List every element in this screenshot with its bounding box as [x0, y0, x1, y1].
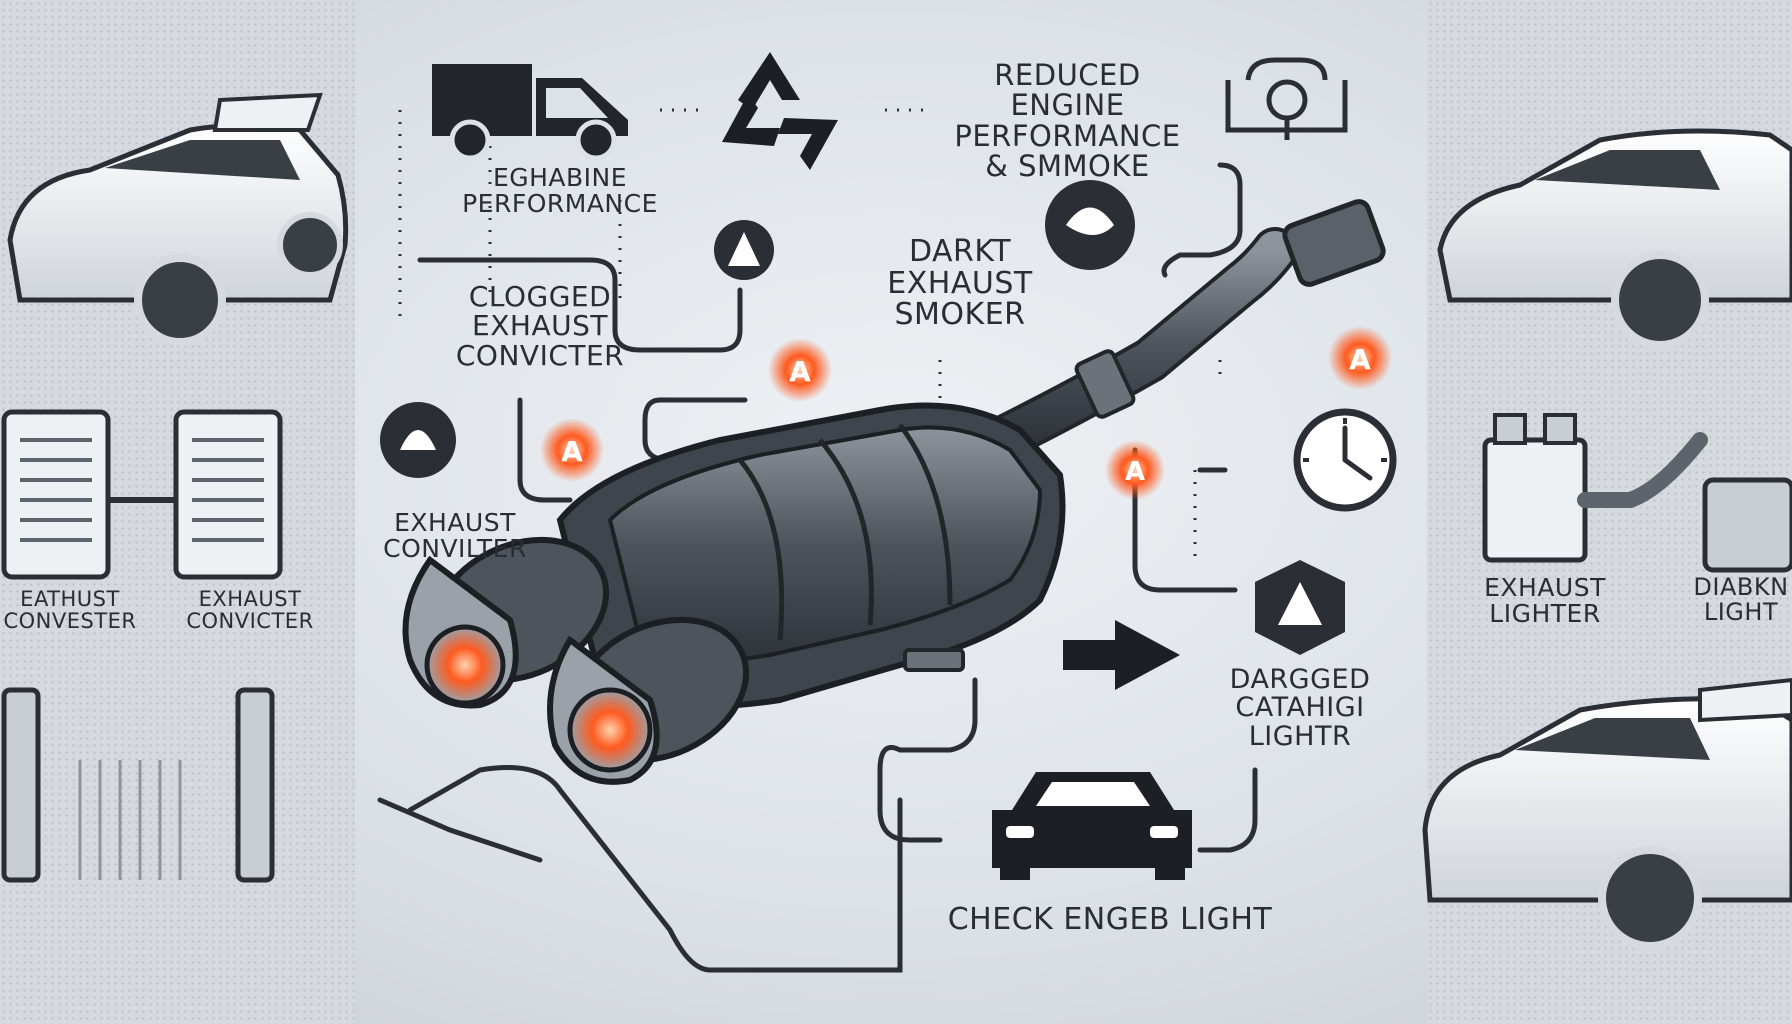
svg-text:A: A: [561, 435, 583, 468]
label-line: ENGINE: [1010, 88, 1125, 123]
inlet-tubes: [402, 536, 750, 785]
warning-triangle-icon: [1255, 560, 1345, 655]
arrow-right-icon: [1063, 620, 1180, 690]
label-line: PERFORMANCE: [462, 189, 658, 219]
truck-icon: [432, 64, 628, 161]
label-eghabine: EGHABINE PERFORMANCE: [440, 163, 680, 219]
label-clogged: CLOGGED EXHAUST CONVICTER: [430, 280, 650, 372]
dashed-connectors: [398, 108, 1222, 560]
label-left-converter-1: EATHUST CONVESTER: [0, 588, 140, 632]
label-diabkn: DIABKN LIGHT: [1690, 573, 1792, 627]
warning-badge: A: [540, 418, 604, 482]
label-exhaust-conv-center: EXHAUST CONVILTER: [360, 508, 550, 564]
label-line: & SMMOKE: [985, 149, 1150, 184]
car-icon: [992, 772, 1192, 880]
car-illustration: [7, 92, 349, 346]
warning-triangle-icon: [714, 220, 774, 280]
car-illustration: [1437, 128, 1792, 349]
warning-badges: A A A A: [540, 326, 1392, 500]
label-line: CONVILTER: [383, 534, 527, 564]
label-dargged: DARGGED CATAHIGI LIGHTR: [1200, 664, 1400, 752]
catalytic-converter-icon: [1482, 413, 1792, 573]
engine-warning-icon: [1225, 57, 1348, 140]
label-line: CONVICTER: [186, 609, 314, 634]
label-line: LIGHTR: [1248, 720, 1352, 752]
engine-warning-icon: [1045, 180, 1135, 270]
svg-text:A: A: [1349, 343, 1371, 376]
label-line: PERFORMANCE: [954, 118, 1181, 153]
label-line: REDUCED: [994, 58, 1141, 92]
label-line: EXHAUST: [1484, 573, 1606, 602]
label-line: EXHAUST: [198, 587, 302, 611]
label-reduced-engine: REDUCED ENGINE PERFORMANCE & SMMOKE: [935, 60, 1200, 182]
label-exhaust-lighter: EXHAUST LIGHTER: [1470, 573, 1620, 629]
label-line: EGHABINE: [492, 163, 628, 192]
engine-warning-icon: [380, 402, 456, 478]
label-line: DARKT: [908, 234, 1012, 269]
oxygen-sensor-icon: [1, 687, 275, 883]
label-line: EATHUST: [20, 587, 120, 611]
glowing-outlet-left: [424, 624, 506, 706]
label-left-converter-2: EXHAUST CONVICTER: [165, 588, 335, 632]
label-line: CLOGGED: [468, 280, 612, 313]
recycle-icon: [722, 52, 838, 170]
svg-text:A: A: [789, 355, 811, 388]
label-line: DIABKN: [1693, 573, 1789, 601]
label-line: LIGHTER: [1489, 599, 1601, 629]
catalytic-converter-icon: [1, 409, 283, 580]
warning-badge: A: [1105, 440, 1165, 500]
svg-text:A: A: [1125, 457, 1145, 487]
warning-badge: A: [1328, 326, 1392, 390]
label-line: EXHAUST: [887, 265, 1033, 301]
label-line: LIGHT: [1703, 598, 1779, 627]
gauge-icon: [1293, 408, 1397, 512]
glowing-outlet-right: [567, 687, 653, 773]
exhaust-pipe: [977, 199, 1386, 463]
label-check-engine: CHECK ENGEB LIGHT: [947, 902, 1273, 937]
warning-badge: A: [768, 338, 832, 402]
label-line: EXHAUST: [394, 508, 516, 537]
car-illustration: [1422, 677, 1792, 950]
label-line: DARGGED: [1229, 664, 1371, 695]
label-line: SMOKER: [894, 297, 1026, 332]
label-darkt: DARKT EXHAUST SMOKER: [860, 236, 1060, 331]
label-line: CATAHIGI: [1235, 692, 1365, 724]
label-line: CONVESTER: [3, 609, 137, 634]
label-line: EXHAUST: [472, 309, 608, 343]
label-line: CONVICTER: [455, 338, 625, 372]
